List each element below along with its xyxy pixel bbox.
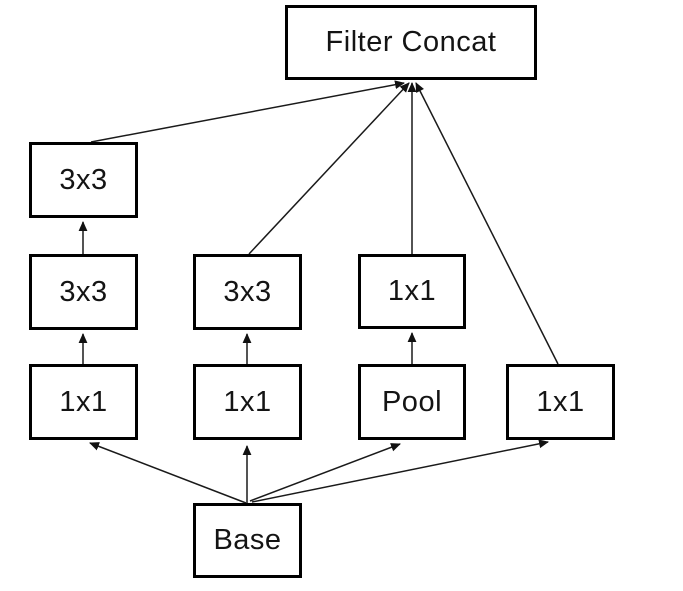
edge-branch1-conv3-to-concat — [90, 80, 405, 143]
node-branch3-pool: Pool — [358, 364, 466, 440]
node-branch2-conv2-label: 3x3 — [223, 275, 272, 308]
node-base: Base — [193, 503, 302, 578]
node-base-label: Base — [213, 524, 282, 556]
node-branch1-conv2: 3x3 — [29, 254, 138, 330]
node-branch4-conv-label: 1x1 — [536, 385, 585, 418]
node-branch2-conv1-label: 1x1 — [223, 385, 272, 418]
node-branch3-pool-label: Pool — [381, 385, 443, 418]
node-branch1-conv3-label: 3x3 — [59, 163, 108, 196]
node-branch4-conv: 1x1 — [506, 364, 615, 440]
node-branch2-conv1: 1x1 — [193, 364, 302, 440]
node-branch2-conv2: 3x3 — [193, 254, 302, 330]
edge-base-to-branch3-pool — [249, 443, 401, 502]
node-branch1-conv1: 1x1 — [29, 364, 138, 440]
node-branch1-conv2-label: 3x3 — [59, 275, 108, 308]
node-filter-concat: Filter Concat — [285, 5, 537, 80]
edge-base-to-branch4-conv — [251, 439, 549, 503]
edge-branch2-conv2-to-concat — [248, 82, 410, 255]
node-branch3-conv: 1x1 — [358, 254, 466, 329]
node-filter-concat-label: Filter Concat — [325, 26, 497, 58]
node-branch3-conv-label: 1x1 — [387, 275, 437, 307]
edge-base-to-branch1-conv1 — [89, 442, 247, 504]
node-branch1-conv3: 3x3 — [29, 142, 138, 218]
edge-branch4-conv-to-concat — [415, 82, 559, 365]
node-branch1-conv1-label: 1x1 — [59, 385, 108, 418]
